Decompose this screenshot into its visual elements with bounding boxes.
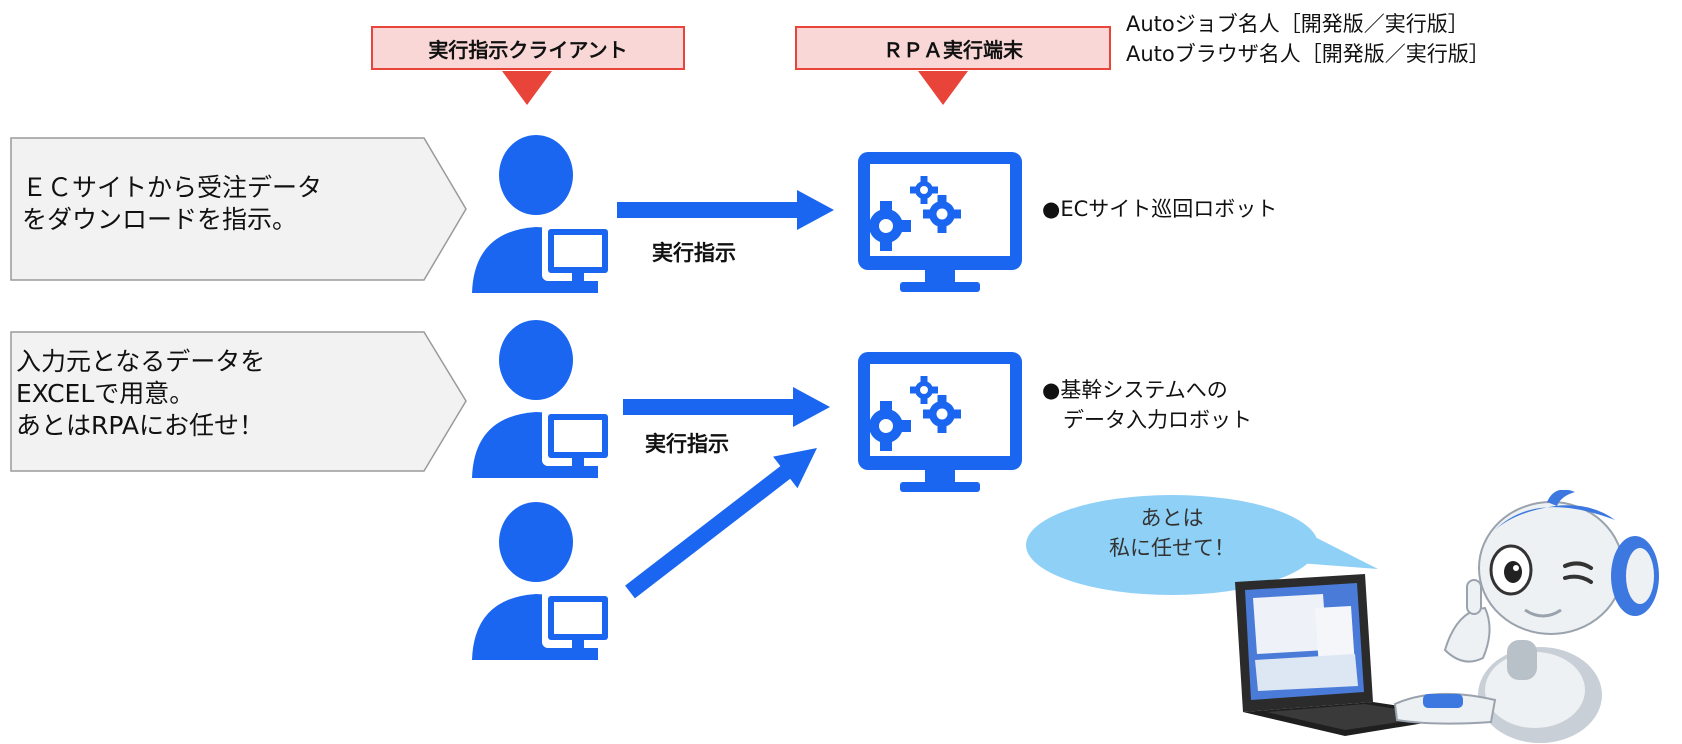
medium-gear-icon <box>923 395 961 433</box>
robot-label-1-line-1: ●ECサイト巡回ロボット <box>1042 197 1278 221</box>
step-box-1 <box>10 137 467 281</box>
speech-bubble-line-1: あとは <box>1140 506 1204 530</box>
arrow-shaft-1 <box>617 202 799 218</box>
user-computer-icon <box>472 502 614 660</box>
speech-bubble <box>1026 495 1378 595</box>
user-computer-icon <box>472 135 614 293</box>
arrow-head-1 <box>797 190 834 230</box>
product-name-browser: Autoブラウザ名人［開発版／実行版］ <box>1126 42 1490 66</box>
robot-label-1: ●ECサイト巡回ロボット <box>1042 194 1277 224</box>
medium-gear-icon <box>923 195 961 233</box>
rpa-marker-triangle <box>918 71 968 105</box>
client-marker-triangle <box>502 71 552 105</box>
step-1-line-2: をダウンロードを指示。 <box>22 205 298 234</box>
robot-label-2-line-1: ●基幹システムへの <box>1042 378 1228 402</box>
user-computer-icon <box>472 320 614 478</box>
robot-label-2-line-2: データ入力ロボット <box>1042 408 1252 432</box>
step-2-text: 入力元となるデータを EXCELで用意。 あとはRPAにお任せ！ <box>16 346 265 442</box>
large-gear-icon <box>861 401 911 451</box>
robot-mascot-illustration <box>1235 490 1659 743</box>
arrow-diagonal <box>625 448 817 599</box>
rpa-monitor-gear-icon <box>858 352 1022 492</box>
speech-bubble-line-2: 私に任せて！ <box>1109 536 1235 560</box>
step-2-line-2: EXCELで用意。 <box>16 379 195 408</box>
speech-bubble-text: あとは 私に任せて！ <box>1072 503 1272 563</box>
rpa-monitor-gear-icon <box>858 152 1022 292</box>
step-box-2 <box>10 331 467 472</box>
arrow-shaft-2 <box>623 399 795 415</box>
step-2-line-1: 入力元となるデータを <box>16 347 266 376</box>
arrow-head-2 <box>793 387 830 427</box>
product-name-job: Autoジョブ名人［開発版／実行版］ <box>1126 12 1469 36</box>
step-2-line-3: あとはRPAにお任せ！ <box>16 411 264 440</box>
robot-icon <box>1393 490 1659 743</box>
large-gear-icon <box>861 201 911 251</box>
step-1-line-1: ＥＣサイトから受注データ <box>22 173 323 202</box>
arrow-label-2: 実行指示 <box>645 432 729 456</box>
client-header-label: 実行指示クライアント <box>371 26 685 70</box>
small-gear-icon <box>910 376 938 404</box>
arrow-label-1: 実行指示 <box>652 241 736 265</box>
rpa-header-label: ＲＰＡ実行端末 <box>795 26 1111 70</box>
small-gear-icon <box>910 176 938 204</box>
step-1-text: ＥＣサイトから受注データ をダウンロードを指示。 <box>22 172 322 236</box>
robot-label-2: ●基幹システムへの データ入力ロボット <box>1042 375 1252 435</box>
